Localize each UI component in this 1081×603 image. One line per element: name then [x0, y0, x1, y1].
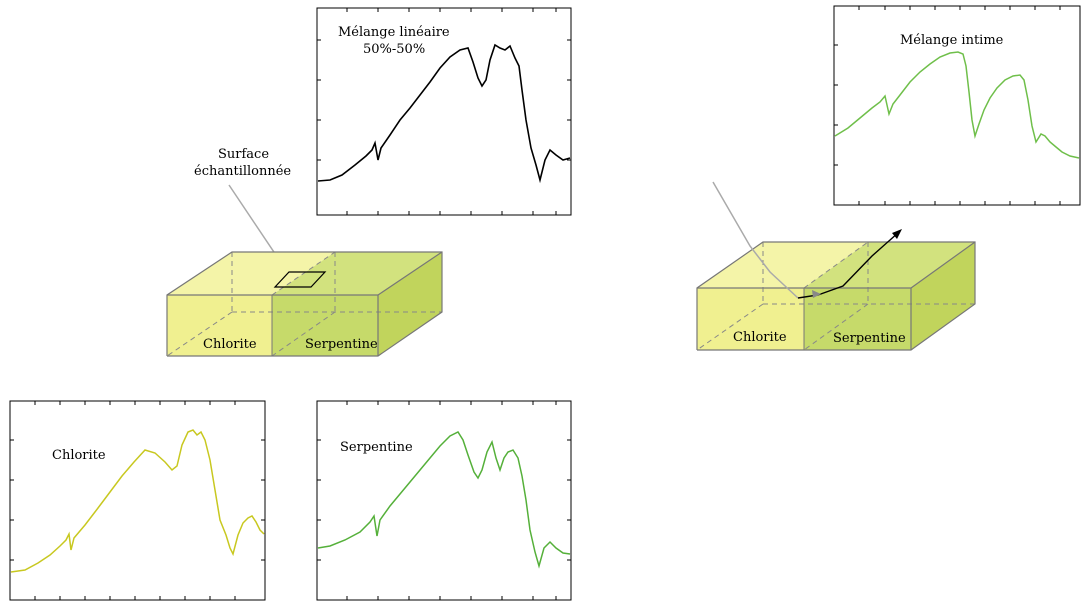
scattered-light-ray	[797, 231, 900, 299]
intimate-mix-plot: Mélange intime	[833, 5, 1081, 206]
intimate-block-chlorite-label: Chlorite	[733, 330, 787, 345]
serpentine-curve	[317, 431, 571, 569]
linear-mix-label: Mélange linéaire	[338, 25, 450, 40]
intimate-mix-label: Mélange intime	[900, 33, 1004, 48]
chlorite-curve	[10, 429, 265, 573]
surface-label-line1: Surface	[218, 147, 269, 162]
linear-block-serpentine-label: Serpentine	[305, 337, 378, 352]
serpentine-plot-label: Serpentine	[340, 440, 413, 455]
linear-mix-curve	[317, 43, 571, 184]
intimate-block-serpentine	[804, 288, 911, 350]
scattered-light-arrowhead	[892, 229, 902, 239]
chlorite-plot-label: Chlorite	[52, 448, 106, 463]
sampled-surface-square	[273, 271, 327, 288]
intimate-block-serpentine-label: Serpentine	[833, 331, 906, 346]
intimate-mix-curve	[834, 51, 1080, 159]
intimate-block-chlorite	[697, 288, 804, 350]
serpentine-plot: Serpentine	[316, 400, 572, 601]
incident-light-ray	[712, 181, 799, 299]
linear-mix-plot: Mélange linéaire 50%-50%	[316, 7, 572, 216]
chlorite-plot: Chlorite	[9, 400, 266, 601]
linear-block-serpentine	[272, 295, 378, 356]
linear-block-chlorite	[167, 295, 272, 356]
incident-light-arrowhead	[812, 290, 821, 298]
surface-label-line2: échantillonnée	[194, 164, 291, 179]
linear-mix-block: Chlorite Serpentine	[166, 251, 443, 357]
linear-block-chlorite-label: Chlorite	[203, 337, 257, 352]
linear-mix-sublabel: 50%-50%	[363, 42, 425, 57]
intimate-mix-block: Chlorite Serpentine	[696, 241, 976, 351]
